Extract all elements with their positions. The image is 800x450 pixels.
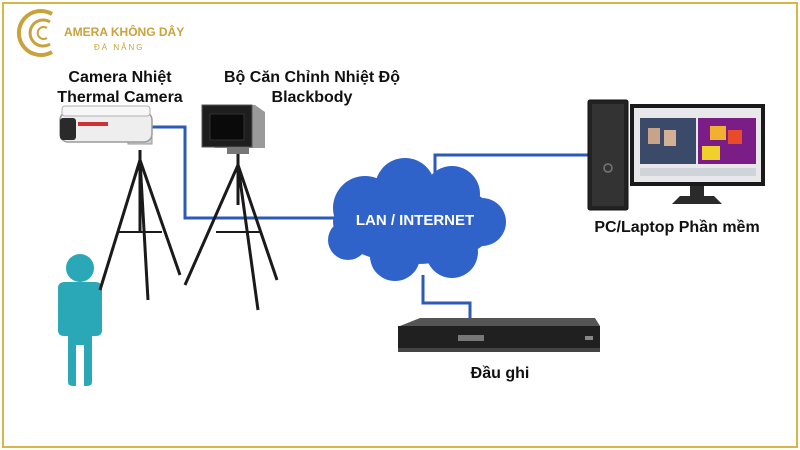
logo-title: AMERA KHÔNG DÂY: [64, 25, 185, 39]
monitor-icon: [630, 104, 765, 204]
blackbody-tripod: [183, 150, 279, 311]
recorder-label: Đầu ghi: [470, 365, 530, 382]
blackbody-device-icon: [201, 104, 265, 154]
blackbody-label-line2: Blackbody: [271, 89, 353, 106]
link-camera-network: [150, 125, 335, 220]
network-label: LAN / INTERNET: [355, 212, 475, 229]
network-cloud-icon: [328, 158, 506, 281]
recorder-device-icon: [398, 318, 600, 352]
thermal-camera-label-line1: Camera Nhiệt: [68, 69, 172, 86]
brand-logo: AMERA KHÔNG DÂY ĐÀ NẴNG: [12, 8, 202, 58]
pc-tower-icon: [587, 99, 629, 211]
camera-tripod: [98, 150, 182, 301]
blackbody-label: Bộ Căn Chỉnh Nhiệt Độ Blackbody: [192, 68, 432, 108]
link-network-recorder: [421, 275, 472, 318]
blackbody-label-line1: Bộ Căn Chỉnh Nhiệt Độ: [224, 69, 400, 86]
thermal-camera-label: Camera Nhiệt Thermal Camera: [40, 68, 200, 108]
pc-label: PC/Laptop Phần mềm: [594, 219, 760, 236]
logo-rings-icon: [16, 9, 54, 57]
logo-subtitle: ĐÀ NẴNG: [94, 43, 145, 52]
person-icon: [58, 254, 102, 386]
thermal-camera-icon: [59, 105, 153, 145]
thermal-camera-label-line2: Thermal Camera: [57, 89, 183, 106]
